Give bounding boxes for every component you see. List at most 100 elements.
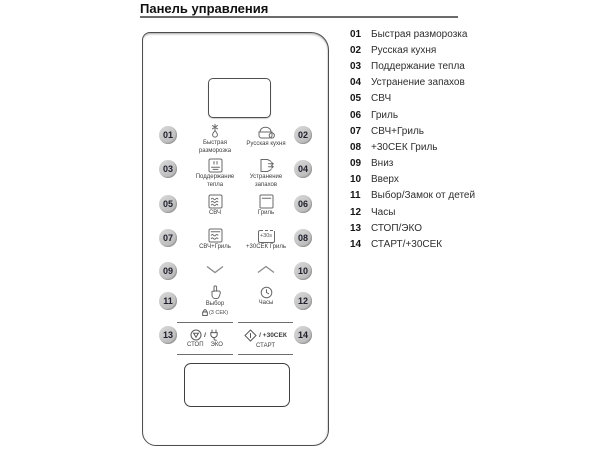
- button-label: Поддержание: [195, 174, 235, 180]
- keep-warm-button[interactable]: Поддержание тепла: [185, 158, 245, 189]
- microwave-icon: [208, 194, 223, 209]
- button-label: Быстрая: [203, 140, 227, 146]
- down-button[interactable]: [185, 265, 245, 274]
- callout-08: 08: [294, 229, 312, 247]
- legend-num: 09: [350, 158, 362, 170]
- defrost-button[interactable]: Быстрая разморозка: [185, 123, 245, 155]
- russian-cuisine-button[interactable]: Русская кухня: [236, 125, 296, 148]
- callout-03: 03: [159, 160, 177, 178]
- child-lock-hint: (3 СЕК): [202, 309, 228, 316]
- button-label: разморозка: [198, 148, 232, 154]
- deodorize-button[interactable]: Устранение запахов: [236, 158, 296, 189]
- legend-item: 09 Вниз: [350, 156, 475, 172]
- callout-13: 13: [159, 326, 177, 344]
- callout-09: 09: [159, 262, 177, 280]
- plus30-icon-text: +30s: [259, 233, 273, 239]
- callout-06: 06: [294, 195, 312, 213]
- legend-label: СТАРТ/+30СЕК: [371, 239, 443, 251]
- callout-02: 02: [294, 126, 312, 144]
- title-divider: [140, 16, 458, 18]
- child-lock-text: (3 СЕК): [208, 309, 229, 316]
- stop-icon: [190, 329, 202, 341]
- button-label: Гриль: [257, 210, 275, 216]
- legend-num: 08: [350, 141, 362, 153]
- legend-item: 12 Часы: [350, 204, 475, 220]
- legend-num: 02: [350, 44, 362, 56]
- callout-07: 07: [159, 229, 177, 247]
- stop-eco-labels: СТОП ЭКО: [187, 342, 223, 348]
- button-label: тепла: [206, 182, 224, 188]
- legend-num: 12: [350, 206, 362, 218]
- legend-num: 06: [350, 109, 362, 121]
- legend-label: СВЧ: [371, 93, 392, 105]
- legend-label: Часы: [371, 206, 396, 218]
- callout-05: 05: [159, 195, 177, 213]
- button-label: СВЧ+Гриль: [199, 244, 231, 250]
- button-label: запахов: [254, 182, 278, 188]
- legend-num: 10: [350, 174, 362, 186]
- clock-button[interactable]: Часы: [236, 286, 296, 307]
- legend-label: СВЧ+Гриль: [371, 125, 424, 137]
- lock-icon: [202, 309, 208, 316]
- door-open-button[interactable]: [184, 363, 290, 407]
- plus30-grill-button[interactable]: +30s +30СЕК Гриль: [236, 230, 296, 251]
- start-labels: СТАРТ: [256, 343, 275, 349]
- stop-eco-icons: /: [190, 329, 220, 341]
- legend-label: Русская кухня: [371, 44, 437, 56]
- legend-item: 08 +30СЕК Гриль: [350, 139, 475, 155]
- separator: /: [204, 331, 206, 339]
- legend-label: СТОП/ЭКО: [371, 222, 422, 234]
- page-title: Панель управления: [140, 1, 269, 16]
- defrost-icon: [207, 123, 223, 139]
- legend-item: 01 Быстрая разморозка: [350, 26, 475, 42]
- eco-label: ЭКО: [210, 342, 223, 348]
- chevron-up-icon: [256, 265, 276, 274]
- micro-grill-icon: [208, 228, 223, 243]
- button-label: +30СЕК Гриль: [246, 244, 286, 250]
- start-button[interactable]: / +30СЕК СТАРТ: [238, 322, 293, 355]
- pot-icon: [256, 125, 276, 140]
- microwave-button[interactable]: СВЧ: [185, 194, 245, 217]
- grill-button[interactable]: Гриль: [236, 194, 296, 217]
- start-icons: / +30СЕК: [244, 328, 287, 342]
- legend-label: +30СЕК Гриль: [371, 141, 438, 153]
- deodorize-icon: [258, 158, 275, 173]
- button-label: Устранение: [249, 174, 283, 180]
- legend-num: 04: [350, 77, 362, 89]
- up-button[interactable]: [236, 265, 296, 274]
- legend-num: 01: [350, 28, 362, 40]
- start-label: СТАРТ: [256, 342, 275, 349]
- stop-eco-button[interactable]: / СТОП ЭКО: [177, 322, 233, 355]
- callout-04: 04: [294, 160, 312, 178]
- grill-icon: [259, 194, 274, 209]
- start-icon: [244, 328, 257, 342]
- legend-num: 03: [350, 60, 362, 72]
- callout-11: 11: [159, 292, 177, 310]
- display-screen: [208, 78, 271, 118]
- microwave-control-panel: 01 02 03 04 05 06 07 08 09 10 11 12 13 1…: [142, 32, 329, 446]
- keep-warm-icon: [208, 158, 223, 173]
- select-button[interactable]: Выбор (3 СЕК): [185, 285, 245, 316]
- legend-label: Быстрая разморозка: [371, 28, 468, 40]
- plus30-icon: +30s: [257, 230, 275, 243]
- button-label: Выбор: [205, 301, 225, 307]
- chevron-down-icon: [205, 265, 225, 274]
- stop-label: СТОП: [187, 342, 204, 348]
- eco-plug-icon: [210, 329, 218, 341]
- callout-10: 10: [294, 262, 312, 280]
- legend-num: 07: [350, 125, 362, 137]
- micro-grill-button[interactable]: СВЧ+Гриль: [185, 228, 245, 251]
- start-plus-label: / +30СЕК: [259, 331, 287, 339]
- hand-select-icon: [209, 285, 222, 300]
- legend-label: Вниз: [371, 158, 394, 170]
- legend-item: 03 Поддержание тепла: [350, 58, 475, 74]
- legend-item: 02 Русская кухня: [350, 42, 475, 58]
- legend-label: Поддержание тепла: [371, 60, 465, 72]
- callout-14: 14: [294, 326, 312, 344]
